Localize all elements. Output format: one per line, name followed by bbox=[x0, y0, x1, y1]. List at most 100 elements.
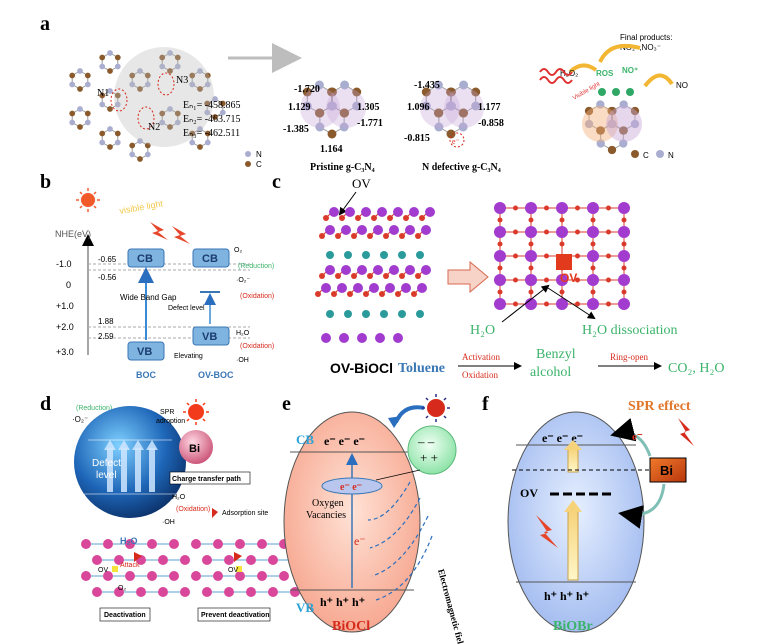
nitrogen-atom bbox=[421, 101, 431, 111]
carbon-atom bbox=[167, 68, 173, 74]
bi-atom bbox=[213, 571, 223, 581]
carbon-atom bbox=[159, 54, 166, 61]
cl-atom bbox=[416, 310, 424, 318]
bi-atom bbox=[246, 555, 256, 565]
nitrogen-atom bbox=[327, 101, 337, 111]
o-atom bbox=[497, 289, 503, 295]
bi-atom bbox=[81, 571, 91, 581]
cl-atom bbox=[344, 310, 352, 318]
bi-atom bbox=[147, 571, 157, 581]
site-label-n1: N1 bbox=[97, 88, 109, 99]
spr-label-d: SPR bbox=[160, 409, 174, 416]
highlight-ring bbox=[300, 88, 340, 128]
oxygen-label: Oxygen bbox=[312, 498, 344, 509]
charge-bar-tip bbox=[104, 440, 116, 450]
cl-atom bbox=[344, 251, 352, 259]
ros-label: ROS bbox=[596, 69, 614, 78]
nitrogen-atom bbox=[584, 119, 594, 129]
h2o-label-b: H₂O bbox=[236, 330, 250, 337]
charge-path-box bbox=[169, 471, 251, 485]
nitrogen-atom bbox=[197, 68, 203, 74]
lightning-icon-2 bbox=[172, 226, 190, 244]
bi-atom bbox=[325, 225, 335, 235]
nitrogen-atom bbox=[107, 88, 113, 94]
highlight-ring bbox=[420, 88, 460, 128]
o-atom bbox=[606, 253, 611, 259]
bi-atom bbox=[158, 555, 168, 565]
o-atom bbox=[513, 277, 518, 283]
legend-n-dot bbox=[245, 151, 251, 157]
bi-atom bbox=[325, 265, 335, 275]
charge-bar bbox=[121, 448, 127, 492]
bi-atom bbox=[401, 283, 411, 293]
ov-square-d2 bbox=[236, 566, 242, 572]
material-label-e: BiOCl bbox=[332, 619, 370, 634]
energy-n3: Eₙ₃= -462.511 bbox=[183, 128, 240, 139]
ov-pointer-c bbox=[338, 191, 357, 216]
bi-atom bbox=[587, 226, 599, 238]
site-label-n3: N3 bbox=[176, 75, 188, 86]
no-label: NO bbox=[676, 81, 688, 90]
highlight-ring bbox=[606, 106, 642, 142]
nitrogen-atom bbox=[167, 50, 173, 56]
bi-atom bbox=[556, 298, 568, 310]
o-atom bbox=[367, 273, 373, 279]
carbon-atom bbox=[99, 130, 106, 137]
charge-bars bbox=[104, 440, 158, 492]
bi-atom bbox=[425, 207, 435, 217]
dissociation-arrow-c bbox=[547, 287, 596, 320]
gc3n4-lattice bbox=[69, 50, 226, 162]
benzyl-label: Benzyl bbox=[536, 347, 576, 362]
nitrogen-atom bbox=[596, 100, 605, 109]
nitrogen-atom bbox=[114, 139, 121, 146]
pristine-charge-1: -1.720 bbox=[294, 84, 320, 95]
pristine-title: Pristine g-C₃N₄ bbox=[310, 162, 375, 173]
bar-upper-tip bbox=[564, 440, 582, 450]
o-atom bbox=[513, 301, 518, 307]
nitrogen-atom bbox=[129, 81, 136, 88]
bi-atom bbox=[213, 539, 223, 549]
activation-label: Activation bbox=[462, 352, 500, 362]
o2-radical-d: ·O₂⁻ bbox=[72, 415, 88, 424]
holes-f: h⁺ h⁺ h⁺ bbox=[544, 589, 589, 603]
o-atom bbox=[606, 205, 611, 211]
nitrogen-atom bbox=[69, 119, 76, 126]
mechanism-structure bbox=[582, 100, 642, 155]
bi-atom bbox=[125, 539, 135, 549]
o-atom bbox=[621, 265, 627, 271]
bi-atom bbox=[224, 587, 234, 597]
deactivation-box bbox=[99, 607, 151, 622]
bi-atom bbox=[369, 283, 379, 293]
o-atom bbox=[575, 229, 580, 235]
bi-atom bbox=[169, 539, 179, 549]
nitrogen-atom bbox=[84, 119, 91, 126]
o-atom bbox=[315, 291, 321, 297]
panel-d: d (Reduction) ·O₂⁻ O₂ Defect level SPR a… bbox=[40, 393, 300, 622]
carbon-atom bbox=[114, 54, 121, 61]
prevent-box bbox=[197, 607, 271, 622]
carbon-atom bbox=[630, 106, 640, 116]
ov-label-c: OV bbox=[352, 176, 371, 191]
legend-c: C bbox=[256, 160, 262, 169]
bi-atom bbox=[321, 283, 331, 293]
o-atom bbox=[528, 265, 534, 271]
o-atom bbox=[528, 217, 534, 223]
electron-mid-e: e⁻ bbox=[354, 534, 366, 548]
bi-atom bbox=[224, 555, 234, 565]
nitrogen-atom bbox=[630, 119, 640, 129]
carbon-atom bbox=[619, 126, 628, 135]
carbon-atom bbox=[315, 108, 325, 118]
defective-title: N defective g-C₃N₄ bbox=[422, 162, 501, 173]
no-arrow bbox=[643, 73, 674, 88]
o-atom bbox=[335, 233, 341, 239]
carbon-atom bbox=[327, 87, 337, 97]
sun-icon bbox=[76, 188, 100, 212]
nitrogen-atom bbox=[77, 106, 83, 112]
ov-label-d2: OV bbox=[228, 567, 238, 574]
final-products-label: Final products: bbox=[620, 33, 672, 42]
bi-atom bbox=[525, 274, 537, 286]
bi-atom bbox=[525, 202, 537, 214]
carbon-atom bbox=[339, 108, 349, 118]
bi-atom bbox=[114, 555, 124, 565]
o-atom bbox=[383, 273, 389, 279]
